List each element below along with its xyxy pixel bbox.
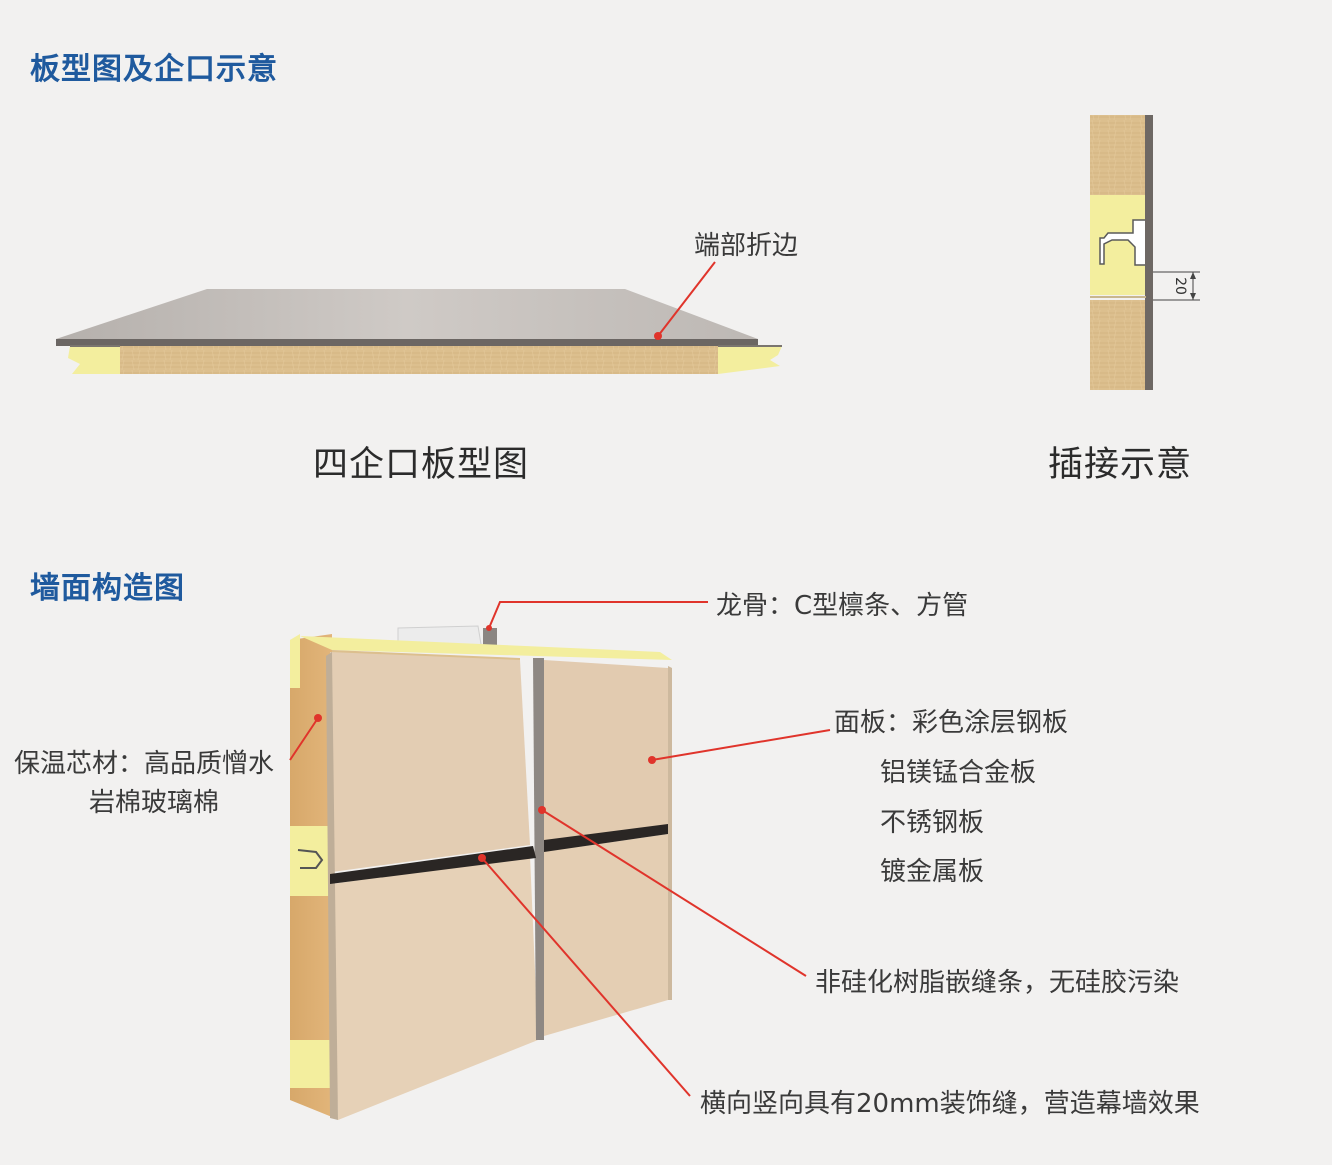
face-panel-label-1: 面板：彩色涂层钢板 bbox=[834, 708, 1069, 738]
face-panel-label-3: 不锈钢板 bbox=[880, 808, 985, 838]
four-tongue-caption: 四企口板型图 bbox=[313, 445, 530, 485]
insertion-detail-drawing bbox=[1090, 115, 1200, 390]
four-tongue-panel-drawing bbox=[56, 289, 782, 374]
leader-dots bbox=[314, 332, 662, 862]
insulation-label-line2: 岩棉玻璃棉 bbox=[89, 788, 220, 818]
leader-lines bbox=[289, 261, 831, 1097]
keel-label: 龙骨：C型檩条、方管 bbox=[716, 591, 969, 621]
insulation-label-line1: 保温芯材：高品质憎水 bbox=[14, 749, 275, 779]
section-title-wall-structure: 墙面构造图 bbox=[30, 571, 185, 606]
section-title-panel-type: 板型图及企口示意 bbox=[30, 52, 278, 87]
end-fold-label: 端部折边 bbox=[694, 231, 799, 261]
decorative-joint-label: 横向竖向具有20mm装饰缝，营造幕墙效果 bbox=[700, 1089, 1200, 1119]
sealing-strip-label: 非硅化树脂嵌缝条，无硅胶污染 bbox=[815, 968, 1180, 998]
insertion-caption: 插接示意 bbox=[1048, 445, 1193, 485]
face-panel-label-4: 镀金属板 bbox=[880, 857, 985, 887]
face-panel-label-2: 铝镁锰合金板 bbox=[880, 758, 1037, 788]
dimension-label: 20 bbox=[1172, 277, 1188, 295]
wall-structure-drawing bbox=[290, 625, 672, 1120]
